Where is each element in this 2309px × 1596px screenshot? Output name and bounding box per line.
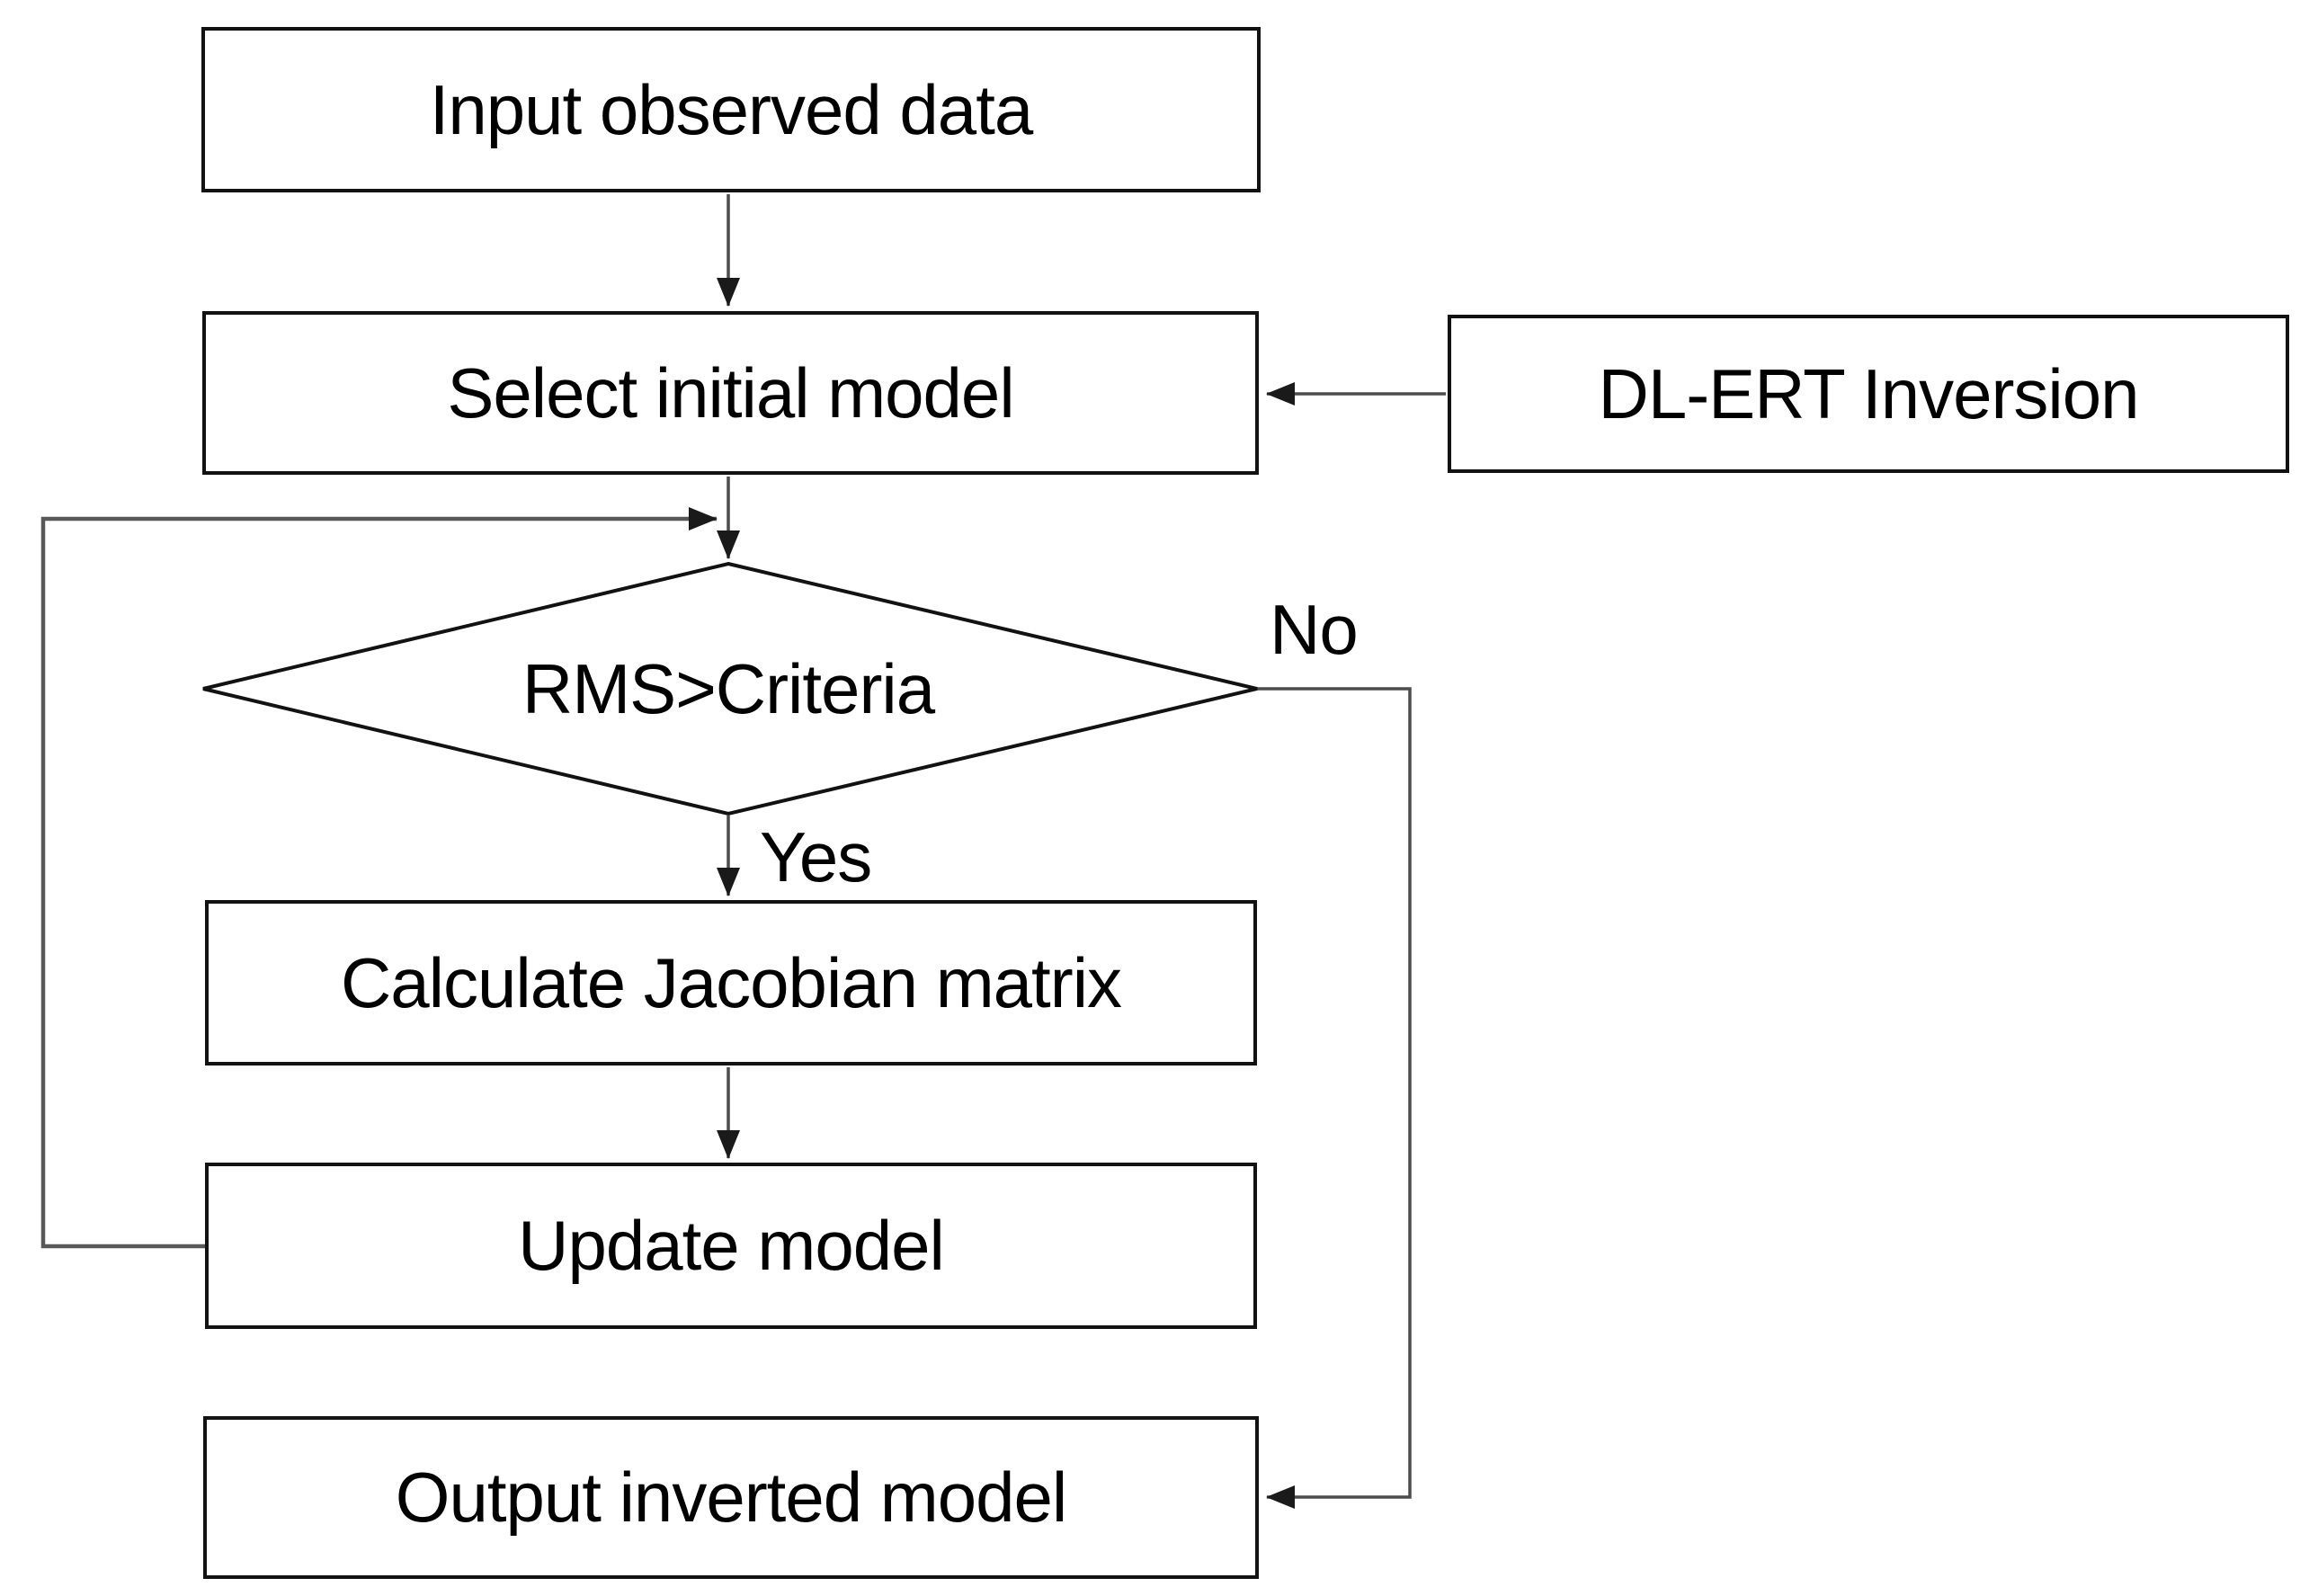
node-update-model: Update model: [205, 1163, 1257, 1329]
branch-label-yes: Yes: [760, 817, 872, 896]
decision-diamond-shape: [202, 561, 1258, 816]
node-decision-rms-criteria-label: RMS>Criteria: [522, 648, 935, 728]
node-calculate-jacobian-matrix: Calculate Jacobian matrix: [205, 900, 1257, 1065]
edge-decision-no-to-output: [1257, 687, 1412, 1509]
branch-label-no: No: [1270, 590, 1359, 669]
node-dl-ert-inversion: DL-ERT Inversion: [1448, 315, 2289, 473]
node-input-observed-data: Input observed data: [201, 27, 1261, 192]
edge-update-loopback: [40, 507, 718, 1249]
node-select-initial-model: Select initial model: [202, 311, 1259, 475]
node-output-inverted-model: Output inverted model: [203, 1416, 1259, 1579]
